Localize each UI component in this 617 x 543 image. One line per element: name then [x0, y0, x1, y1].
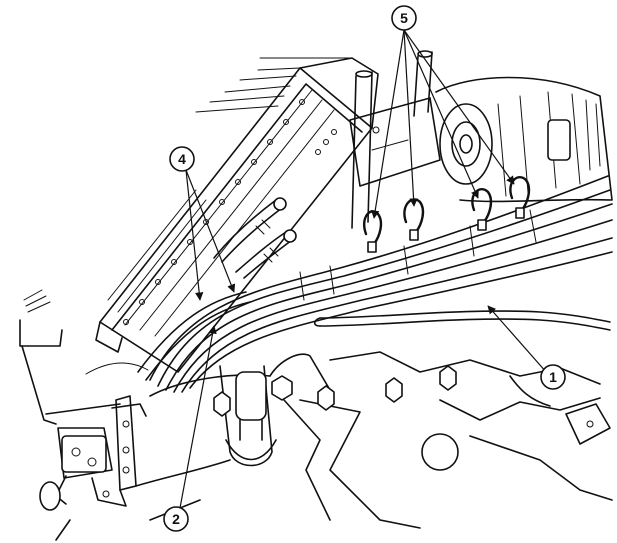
- callout-2-label: 2: [172, 511, 180, 527]
- callout-1: 1: [540, 364, 566, 390]
- callout-4: 4: [169, 146, 195, 172]
- hose-fittings: [213, 197, 297, 279]
- callout-4-label: 4: [178, 151, 186, 167]
- callout-2: 2: [163, 506, 189, 532]
- air-cleaner-canister: [435, 76, 613, 203]
- callout-5: 5: [391, 5, 417, 31]
- callout-1-label: 1: [549, 369, 557, 385]
- callout-5-label: 5: [400, 10, 408, 26]
- leader-lines: [179, 29, 548, 509]
- bracket-posts: [349, 50, 441, 229]
- radiator-core: [95, 57, 379, 373]
- center-mount: [213, 365, 457, 521]
- left-connector-bracket: [19, 289, 231, 541]
- wiring-harness-bundle: [137, 175, 613, 393]
